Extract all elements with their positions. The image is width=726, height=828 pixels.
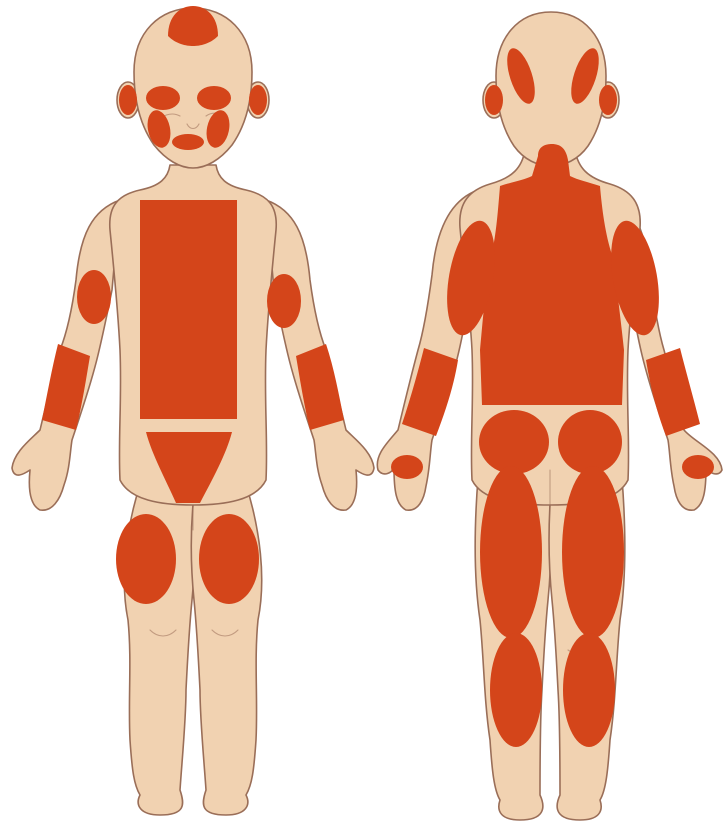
- back-left-ear-spot: [599, 85, 617, 115]
- front-left-ear-spot: [249, 85, 267, 115]
- front-body-figure: [12, 6, 374, 815]
- front-right-upper-arm-spot: [77, 270, 111, 324]
- front-left-eyelid-spot: [197, 86, 231, 110]
- front-right-forearm-spot: [42, 344, 90, 430]
- front-left-upper-arm-spot: [267, 274, 301, 328]
- front-left-knee-spot: [199, 514, 259, 604]
- back-right-buttock-spot: [479, 410, 549, 474]
- back-left-buttock-spot: [558, 410, 622, 474]
- back-right-thigh-spot: [480, 466, 542, 638]
- front-right-knee-spot: [116, 514, 176, 604]
- front-left-forearm-spot: [296, 344, 344, 430]
- back-right-palm-spot: [391, 455, 423, 479]
- back-left-forearm-spot: [646, 348, 700, 436]
- front-right-eyelid-spot: [146, 86, 180, 110]
- back-left-palm-spot: [682, 455, 714, 479]
- back-left-calf-spot: [563, 633, 615, 747]
- front-right-ear-spot: [119, 85, 137, 115]
- front-lips-spot: [172, 134, 204, 150]
- back-right-calf-spot: [490, 633, 542, 747]
- back-left-thigh-spot: [562, 466, 624, 638]
- back-body-figure: [377, 12, 722, 820]
- front-chest-abdomen-spot: [140, 200, 237, 419]
- back-right-ear-spot: [485, 85, 503, 115]
